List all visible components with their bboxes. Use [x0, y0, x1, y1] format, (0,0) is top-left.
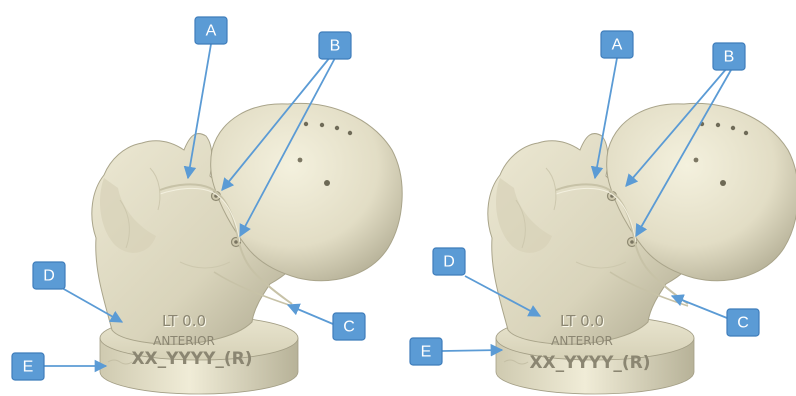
svg-text:B: B: [724, 49, 735, 66]
label-c-right: C: [727, 309, 759, 336]
label-b-left: B: [319, 32, 351, 59]
svg-text:D: D: [443, 254, 455, 271]
femur-model-right: [488, 103, 796, 394]
engraving-line2-right: ANTERIOR: [551, 334, 613, 348]
label-d-right: D: [433, 248, 465, 275]
label-b-right: B: [713, 43, 745, 70]
base-engraving-right: XX_YYYY_(R): [529, 353, 650, 373]
engraving-line2-left: ANTERIOR: [153, 334, 215, 348]
svg-text:C: C: [737, 315, 749, 332]
leader-c-right: [672, 296, 727, 318]
engraving-line1-left-shade: LT 0.0: [162, 312, 206, 330]
svg-text:B: B: [330, 38, 341, 55]
svg-text:C: C: [343, 319, 355, 336]
svg-text:A: A: [206, 23, 217, 40]
svg-text:A: A: [612, 37, 623, 54]
label-e-left: E: [12, 353, 44, 380]
label-a-left: A: [195, 17, 227, 44]
label-e-right: E: [410, 338, 442, 365]
base-engraving-left: XX_YYYY_(R): [131, 349, 252, 369]
svg-text:D: D: [43, 268, 55, 285]
leader-e-right: [442, 350, 502, 351]
label-c-left: C: [333, 313, 365, 340]
svg-text:E: E: [23, 359, 34, 376]
label-d-left: D: [33, 262, 65, 289]
engraving-line1-right-shade: LT 0.0: [560, 312, 604, 330]
label-a-right: A: [601, 31, 633, 58]
svg-text:E: E: [421, 344, 432, 361]
leader-c-left: [288, 305, 333, 324]
